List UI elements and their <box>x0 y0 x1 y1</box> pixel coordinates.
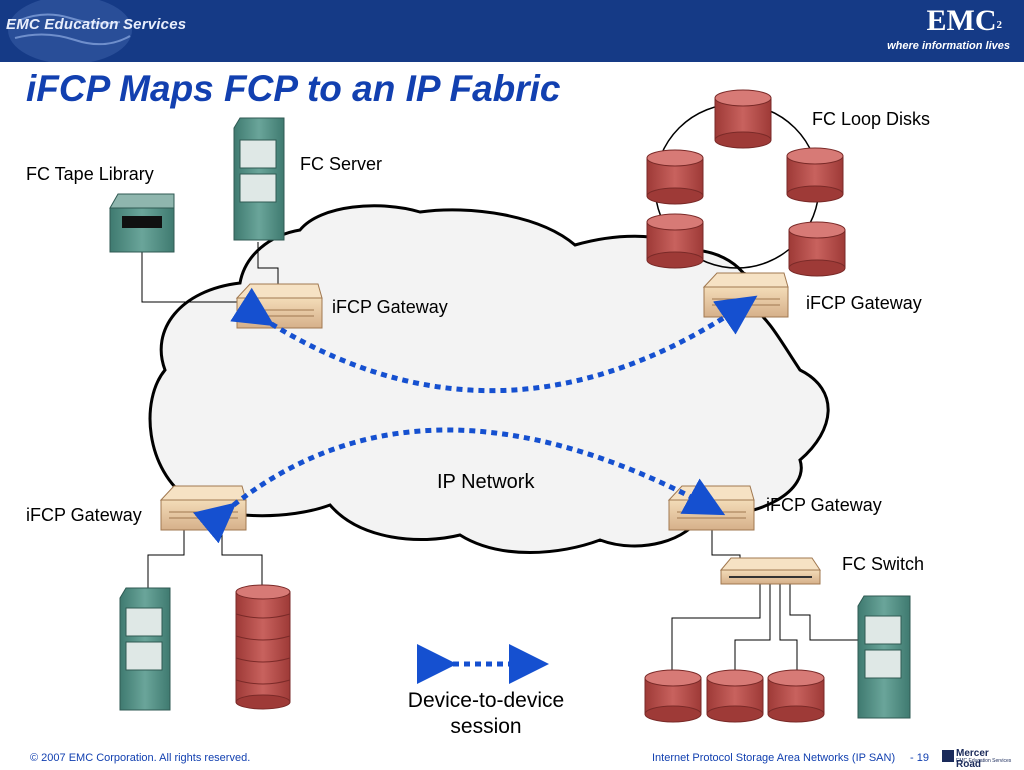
header-banner: EMC Education Services EMC2 where inform… <box>0 0 1024 62</box>
gateway-bottom-left-label: iFCP Gateway <box>26 505 142 525</box>
emc-logo: EMC2 <box>927 6 1003 36</box>
session-arrow-bottom <box>192 427 726 544</box>
mercer-road-mark-icon <box>942 750 954 762</box>
fc-tape-library-icon <box>109 193 175 253</box>
mercer-road-name: Mercer Road <box>956 748 989 770</box>
fc-loop-disk-lower-right <box>788 221 846 277</box>
footer-copyright: © 2007 EMC Corporation. All rights reser… <box>30 752 251 764</box>
fc-loop-disks-label: FC Loop Disks <box>812 109 931 129</box>
bottom-right-disk-2 <box>706 669 764 723</box>
fc-loop-disk-lower-left <box>646 213 704 269</box>
session-arrow-top <box>230 287 758 394</box>
bottom-right-disk-1 <box>644 669 702 723</box>
mercer-road-sub: EMC Education Services <box>956 758 1012 764</box>
bottom-left-server-icon <box>119 587 171 711</box>
bottom-left-disk-array-icon <box>235 584 291 710</box>
legend-line-1: Device-to-device <box>407 689 565 712</box>
fc-tape-library-label: FC Tape Library <box>26 164 154 184</box>
fc-server-icon <box>233 117 285 241</box>
page-title: iFCP Maps FCP to an IP Fabric <box>26 68 561 109</box>
bottom-right-disk-3 <box>767 669 825 723</box>
gateway-top-right-icon <box>702 272 789 318</box>
fc-switch-label: FC Switch <box>842 554 925 574</box>
gateway-bottom-left-icon <box>159 485 247 531</box>
emc-tagline: where information lives <box>887 40 1010 52</box>
gateway-top-left-label: iFCP Gateway <box>332 297 448 317</box>
footer-course: Internet Protocol Storage Area Networks … <box>652 752 896 764</box>
legend-label: Device-to-device session <box>386 688 586 740</box>
gateway-top-right-label: iFCP Gateway <box>806 293 922 313</box>
legend-line-2: session <box>450 715 522 738</box>
emc-logo-sup: 2 <box>996 19 1003 31</box>
gateway-bottom-right-label: iFCP Gateway <box>766 495 882 515</box>
mercer-road-logo: Mercer Road EMC Education Services <box>942 748 1016 770</box>
fc-loop-disk-top <box>714 89 772 149</box>
emc-logo-text: EMC <box>926 4 997 37</box>
fc-server-label: FC Server <box>300 154 383 174</box>
fc-loop-disk-left <box>646 149 704 205</box>
gateway-top-left-icon <box>235 283 323 329</box>
fc-loop-disk-right <box>786 147 844 203</box>
fc-switch-icon <box>719 557 821 585</box>
ip-network-label: IP Network <box>437 471 535 493</box>
bottom-right-server-icon <box>857 595 911 719</box>
brand-text: EMC Education Services <box>6 16 187 33</box>
footer-page-number: - 19 <box>910 752 929 764</box>
globe-icon <box>8 0 132 62</box>
